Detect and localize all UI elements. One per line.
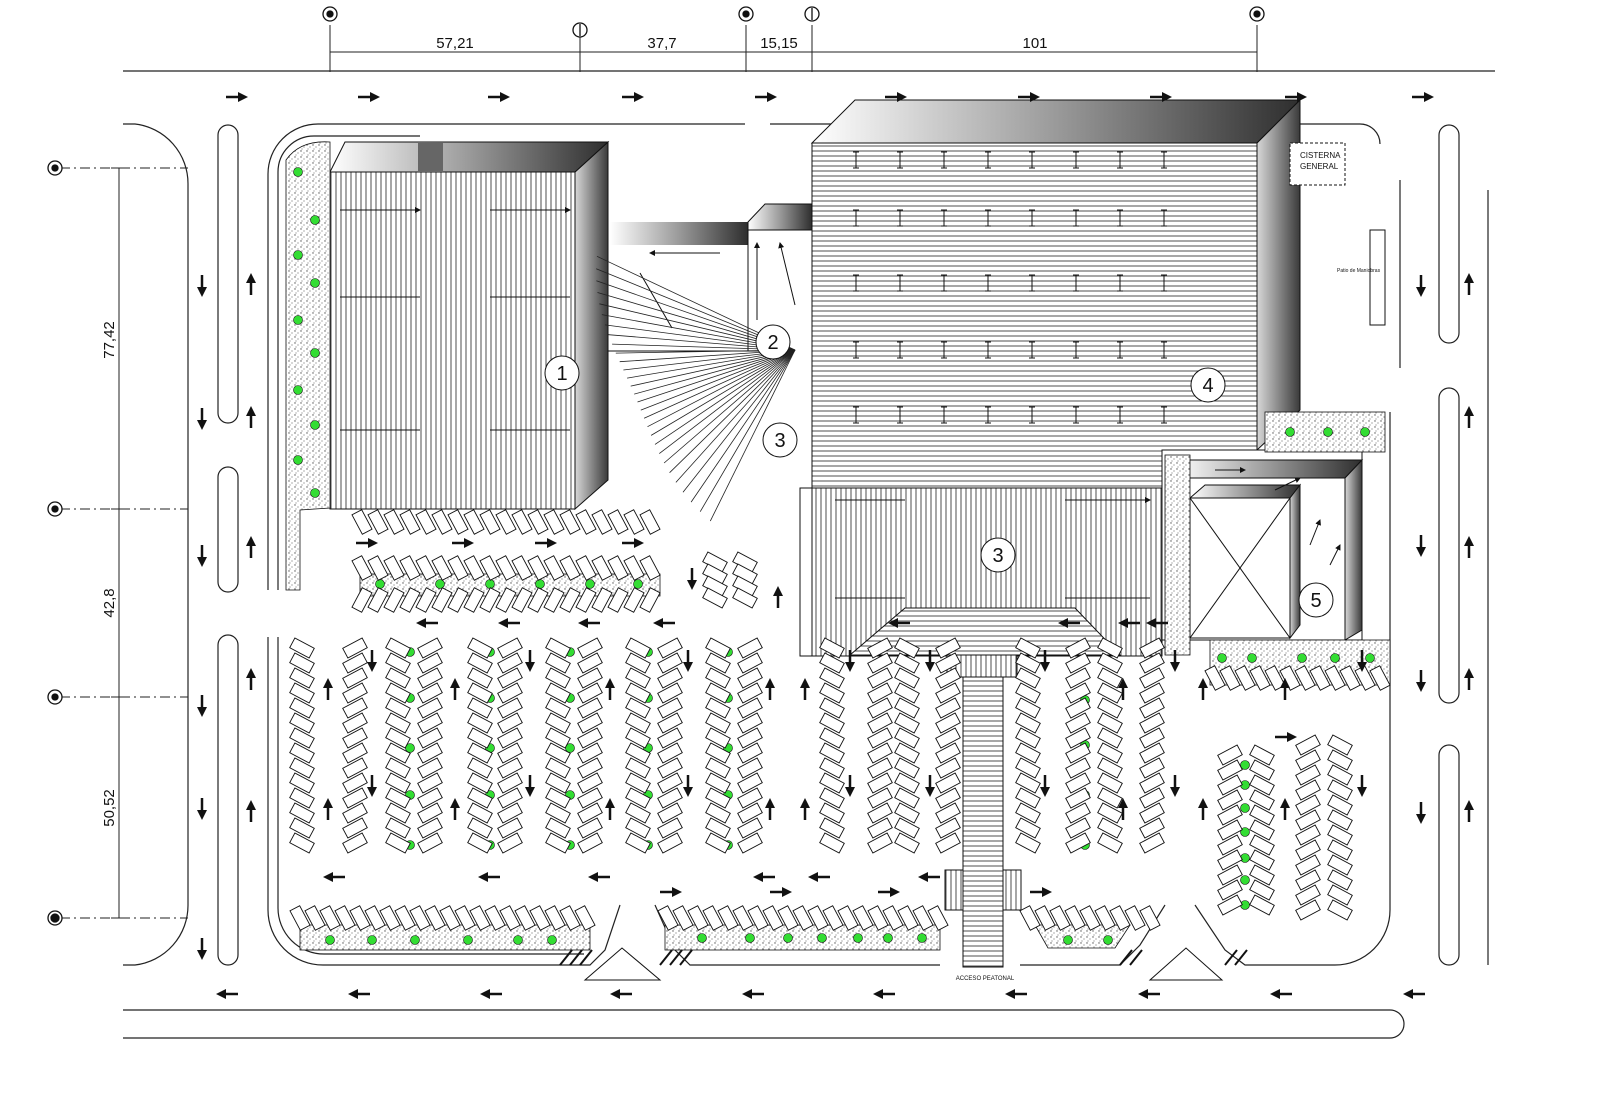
svg-text:3: 3 bbox=[774, 430, 785, 452]
zone-marker-3-upper: 3 bbox=[762, 422, 798, 458]
zone-marker-2: 2 bbox=[755, 324, 791, 360]
dim-50-52: 50,52 bbox=[101, 789, 118, 827]
parking-stalls bbox=[289, 509, 1391, 931]
svg-text:4: 4 bbox=[1202, 375, 1213, 397]
dim-101: 101 bbox=[1022, 35, 1047, 52]
dim-42-8: 42,8 bbox=[101, 588, 118, 617]
zone-marker-1: 1 bbox=[544, 355, 580, 391]
dim-37-7: 37,7 bbox=[647, 35, 676, 52]
building-1 bbox=[329, 140, 610, 511]
cisterna-label-1: CISTERNA bbox=[1300, 151, 1341, 160]
patio-label: Patio de Maniobras bbox=[1337, 268, 1381, 274]
pedestrian-walkway bbox=[944, 654, 1022, 968]
building-3-lower bbox=[799, 487, 1163, 657]
grid-axis-markers bbox=[47, 6, 1265, 926]
entrance-islands bbox=[559, 947, 1248, 981]
svg-text:2: 2 bbox=[767, 332, 778, 354]
zone-marker-5: 5 bbox=[1298, 582, 1334, 618]
svg-text:5: 5 bbox=[1310, 590, 1321, 612]
road-lines bbox=[123, 70, 1495, 1039]
svg-text:3: 3 bbox=[992, 545, 1003, 567]
building-2-area bbox=[608, 203, 813, 352]
cisterna-label-2: GENERAL bbox=[1300, 162, 1339, 171]
dimension-annotations bbox=[60, 25, 1258, 919]
ramp-fan-pattern bbox=[596, 255, 796, 522]
dim-57-21: 57,21 bbox=[436, 35, 474, 52]
building-5 bbox=[1161, 449, 1364, 641]
acceso-peatonal-label: ACCESO PEATONAL bbox=[956, 976, 1015, 982]
dim-15-15: 15,15 bbox=[760, 35, 798, 52]
zone-marker-3-lower: 3 bbox=[980, 537, 1016, 573]
traffic-arrows bbox=[197, 92, 1474, 999]
building-4 bbox=[810, 98, 1302, 489]
dim-77-42: 77,42 bbox=[101, 321, 118, 359]
zone-marker-4: 4 bbox=[1190, 367, 1226, 403]
cisterna-general bbox=[1289, 142, 1386, 326]
svg-text:1: 1 bbox=[556, 363, 567, 385]
